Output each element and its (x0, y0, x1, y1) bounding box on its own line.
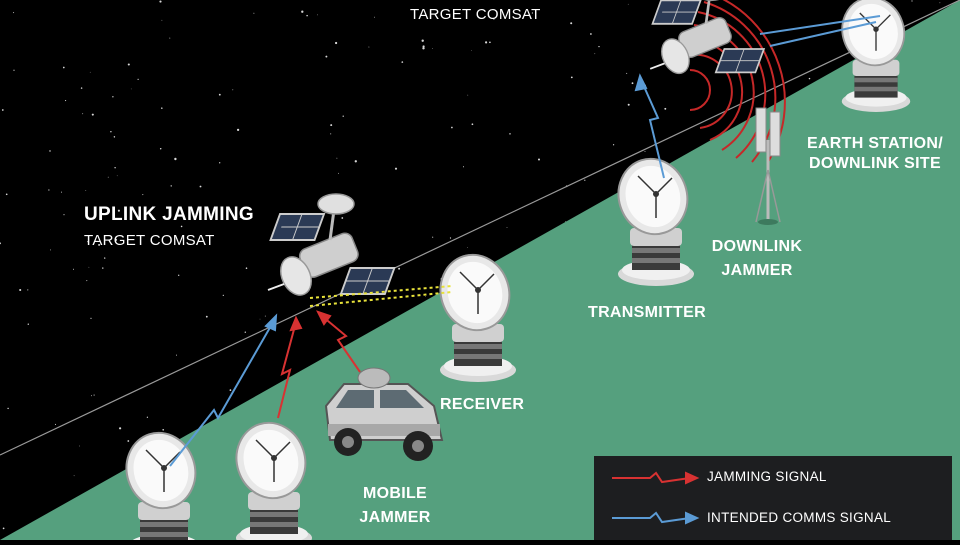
earth-station-label-line1: EARTH STATION/ (792, 134, 958, 153)
mobile-jammer-label-line2: JAMMER (340, 508, 450, 527)
earth-station-label-line2: DOWNLINK SITE (792, 154, 958, 173)
mobile-jammer-label-line1: MOBILE (340, 484, 450, 503)
uplink-jamming-heading: UPLINK JAMMING (84, 204, 254, 227)
receiver-label: RECEIVER (440, 395, 524, 414)
uplink-target-comsat-label: TARGET COMSAT (84, 232, 215, 250)
transmitter-label: TRANSMITTER (588, 303, 706, 322)
downlink-jammer-label-line1: DOWNLINK (702, 237, 812, 256)
legend-jamming-arrow (612, 473, 697, 483)
top-target-comsat-label: TARGET COMSAT (410, 6, 541, 24)
legend-comms-label: INTENDED COMMS SIGNAL (707, 510, 891, 525)
legend-jamming-label: JAMMING SIGNAL (707, 469, 827, 484)
downlink-jammer-label-line2: JAMMER (702, 261, 812, 280)
legend-comms-arrow (612, 513, 697, 523)
